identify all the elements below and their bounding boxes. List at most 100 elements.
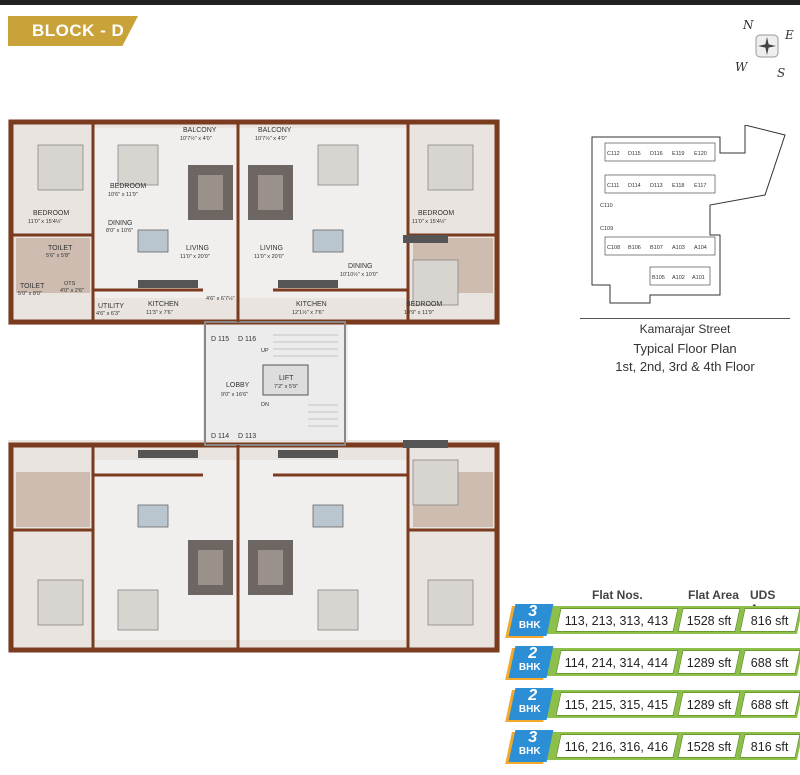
bhk-number: 3 <box>528 603 538 620</box>
label-bedroom-r2: BEDROOM <box>406 301 442 308</box>
key-unit-e117: E117 <box>694 183 706 189</box>
floor-plan: BALCONY 10'7½" x 4'0" BALCONY 10'7½" x 4… <box>8 119 500 653</box>
label-d114: D 114 <box>211 433 229 440</box>
bhk-number: 3 <box>528 729 538 746</box>
label-kitchen-r-dim: 12'1½" x 7'6" <box>292 309 324 316</box>
label-kitchen-dim: 11'3" x 7'6" <box>146 310 173 316</box>
label-lift-dim: 7'2" x 5'9" <box>274 384 298 390</box>
bhk-label: BHK <box>518 620 541 631</box>
label-dining-r: DINING <box>348 263 373 270</box>
key-unit-c111: C111 <box>607 183 619 189</box>
flat-nos-cell: 114, 214, 314, 414 <box>555 650 679 674</box>
key-unit-c109: C109 <box>600 226 613 232</box>
header-flat-nos: Flat Nos. <box>592 588 643 602</box>
compass-rose-icon <box>755 34 779 58</box>
bhk-label: BHK <box>518 746 541 757</box>
plan-title: Typical Floor Plan 1st, 2nd, 3rd & 4th F… <box>580 340 790 376</box>
key-unit-d113: D113 <box>650 183 663 189</box>
plan-title-line2: 1st, 2nd, 3rd & 4th Floor <box>615 359 755 374</box>
label-dining: DINING <box>108 220 133 227</box>
key-unit-c112: C112 <box>607 151 620 157</box>
label-toilet-dim: 5'6" x 5'8" <box>46 253 70 259</box>
label-bedroom-r2-dim: 10'9" x 11'9" <box>404 310 434 316</box>
header-flat-area: Flat Area <box>688 588 739 602</box>
label-balcony-tr-dim: 10'7½" x 4'0" <box>255 135 287 142</box>
key-unit-d116: D116 <box>650 151 663 157</box>
key-unit-e118: E118 <box>672 183 684 189</box>
label-kitchen: KITCHEN <box>148 301 179 308</box>
flat-nos-cell: 115, 215, 315, 415 <box>555 692 679 716</box>
label-bedroom-big-dim: 11'0" x 15'4½" <box>28 218 62 225</box>
label-kitchen-r: KITCHEN <box>296 301 327 308</box>
bhk-label: BHK <box>518 662 541 673</box>
key-unit-c110: C110 <box>600 203 613 209</box>
block-title: BLOCK - D <box>8 16 138 46</box>
label-living-r-dim: 11'0" x 20'0" <box>254 254 284 260</box>
key-unit-e119: E119 <box>672 151 684 157</box>
label-d116: D 116 <box>238 336 256 343</box>
key-unit-e120: E120 <box>694 151 707 157</box>
label-bedroom-right-dim: 11'0" x 15'4½" <box>412 218 446 225</box>
key-unit-b107: B107 <box>650 245 663 251</box>
key-unit-d114: D114 <box>628 183 641 189</box>
compass-south: S <box>777 66 786 80</box>
label-dining-dim: 8'0" x 10'6" <box>106 228 133 234</box>
key-unit-c108: C108 <box>607 245 620 251</box>
label-d115: D 115 <box>211 336 229 343</box>
key-unit-d115: D115 <box>628 151 641 157</box>
label-bedroom-tl: BEDROOM <box>110 183 146 190</box>
label-living: LIVING <box>186 245 209 252</box>
bhk-number: 2 <box>528 687 538 704</box>
top-bar <box>0 0 800 5</box>
label-lobby-dim: 9'0" x 16'6" <box>221 392 248 398</box>
flat-area-cell: 1528 sft <box>677 608 741 632</box>
uds-area-cell: 816 sft <box>739 608 800 632</box>
uds-area-cell: 816 sft <box>739 734 800 758</box>
label-toilet: TOILET <box>48 245 73 252</box>
plan-title-line1: Typical Floor Plan <box>633 341 737 356</box>
label-utility-dim: 4'6" x 6'3" <box>96 311 120 317</box>
label-lobby: LOBBY <box>226 382 250 389</box>
compass-west: W <box>735 60 748 74</box>
key-unit-b106: B106 <box>628 245 641 251</box>
flat-area-cell: 1289 sft <box>677 650 741 674</box>
label-up: UP <box>261 348 269 354</box>
label-living-dim: 11'0" x 20'0" <box>180 254 210 260</box>
bhk-number: 2 <box>528 645 538 662</box>
label-utility: UTILITY <box>98 303 124 310</box>
label-passage-dim: 4'6" x 6'7½" <box>206 295 235 302</box>
label-living-r: LIVING <box>260 245 283 252</box>
uds-area-cell: 688 sft <box>739 650 800 674</box>
compass-east: E <box>785 28 794 42</box>
label-bedroom-big: BEDROOM <box>33 210 69 217</box>
label-bedroom-tl-dim: 10'6" x 11'9" <box>108 192 138 198</box>
flat-nos-cell: 113, 213, 313, 413 <box>555 608 679 632</box>
flat-area-cell: 1528 sft <box>677 734 741 758</box>
key-unit-b105: B105 <box>652 275 665 281</box>
bhk-label: BHK <box>518 704 541 715</box>
street-name: Kamarajar Street <box>580 318 790 336</box>
label-dn: DN <box>261 402 269 408</box>
label-ots: OTS <box>64 281 76 287</box>
label-bedroom-right: BEDROOM <box>418 210 454 217</box>
key-unit-a103: A103 <box>672 245 685 251</box>
compass-north: N <box>743 18 754 32</box>
label-lift: LIFT <box>279 375 294 382</box>
label-ots-dim: 4'0" x 2'6" <box>60 288 84 294</box>
key-unit-a104: A104 <box>694 245 707 251</box>
label-toilet2-dim: 5'0" x 8'0" <box>18 291 42 297</box>
key-plan: C112 D115 D116 E119 E120 C111 D114 D113 … <box>591 125 786 304</box>
flat-nos-cell: 116, 216, 316, 416 <box>555 734 679 758</box>
key-unit-a102: A102 <box>672 275 685 281</box>
label-dining-r-dim: 10'10½" x 10'0" <box>340 271 378 278</box>
label-balcony-tl: BALCONY <box>183 127 217 134</box>
label-toilet2: TOILET <box>20 283 45 290</box>
